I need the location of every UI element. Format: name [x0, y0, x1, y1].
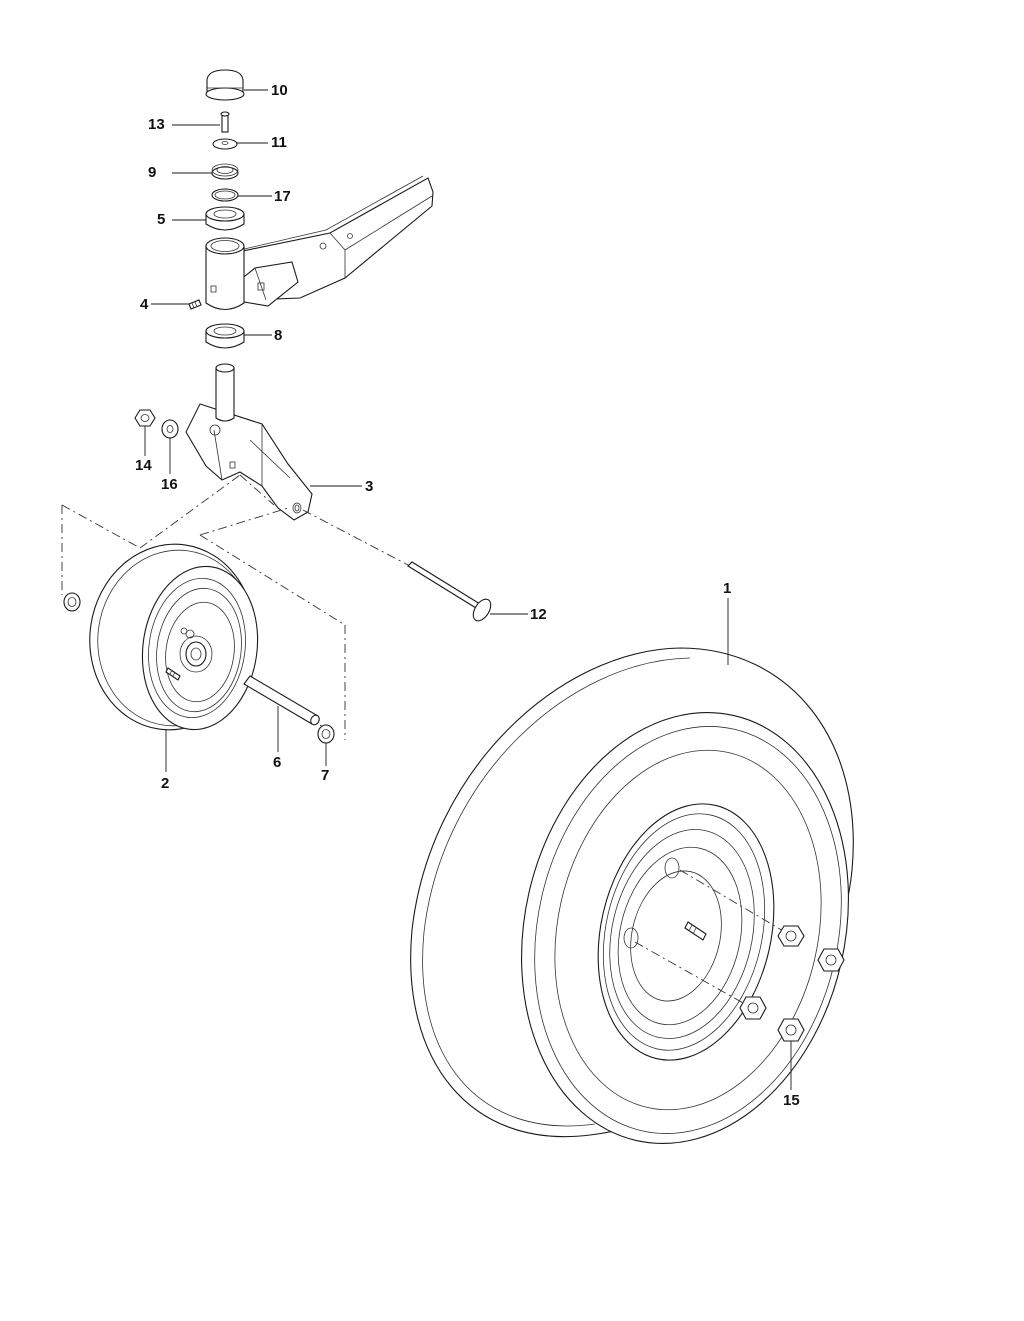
drive-wheel-part-1 [410, 647, 854, 1144]
callout-6: 6 [273, 754, 282, 771]
front-frame-arm [205, 175, 434, 311]
callout-15: 15 [783, 1092, 800, 1109]
leader-lines [144, 89, 792, 1090]
callout-3: 3 [365, 478, 374, 495]
caster-yoke-part-3 [185, 363, 313, 521]
callout-12: 12 [530, 606, 547, 623]
spacer-part-7-left [63, 592, 81, 612]
callout-5: 5 [157, 211, 166, 228]
callout-8: 8 [274, 327, 283, 344]
dust-cap-part-10 [205, 69, 245, 101]
callout-1: 1 [723, 580, 732, 597]
washer-part-11 [212, 138, 238, 150]
bearing-part-5 [205, 206, 245, 231]
callout-7: 7 [321, 767, 330, 784]
assembly-dash-lines-drive [634, 869, 791, 1009]
spacer-part-7 [317, 724, 335, 744]
bearing-part-8 [205, 323, 245, 349]
callout-16: 16 [161, 476, 178, 493]
callout-17: 17 [274, 188, 291, 205]
set-screw-part-4 [188, 299, 202, 310]
assembly-dash-lines-caster [61, 474, 411, 740]
axle-sleeve-part-6 [243, 675, 320, 726]
callout-13: 13 [148, 116, 165, 133]
grease-fitting-part-13 [220, 111, 230, 133]
callout-10: 10 [271, 82, 288, 99]
washer-part-16 [161, 419, 179, 439]
callout-14: 14 [135, 457, 152, 474]
axle-bolt-part-12 [407, 561, 492, 622]
lug-nuts-part-15 [739, 925, 845, 1042]
snap-ring-part-17 [211, 188, 239, 202]
callout-11: 11 [271, 134, 287, 151]
callout-2: 2 [161, 775, 170, 792]
callout-9: 9 [148, 164, 157, 181]
nut-part-14 [134, 409, 156, 427]
caster-wheel-part-2 [89, 543, 259, 731]
callout-4: 4 [140, 296, 149, 313]
seal-part-9 [211, 163, 239, 180]
